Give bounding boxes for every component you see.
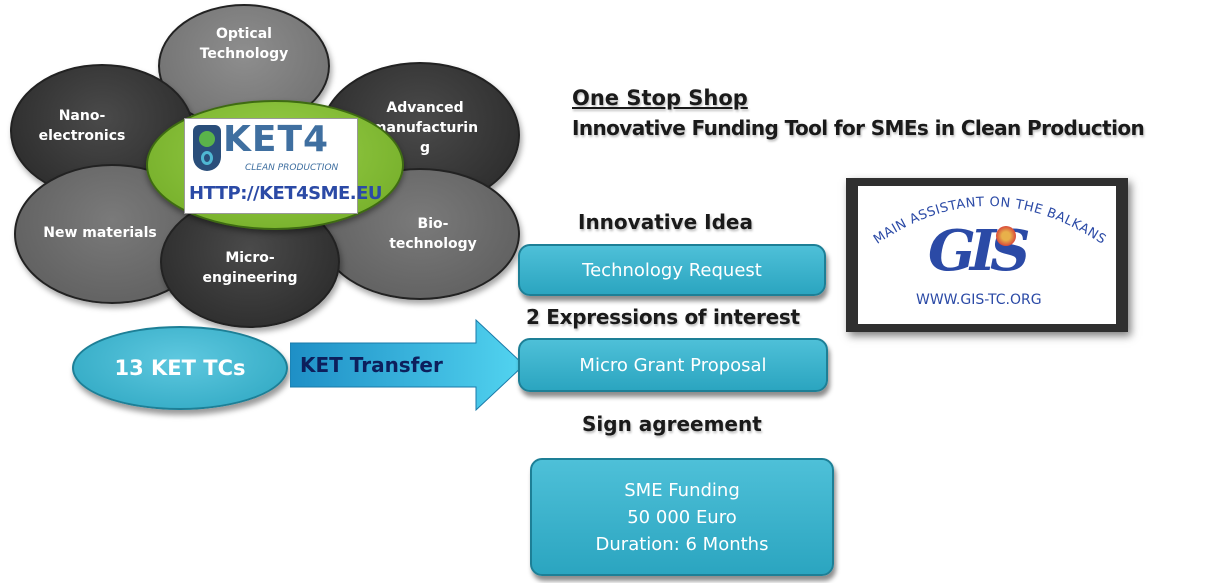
heading-innovative-idea: Innovative Idea	[578, 210, 753, 234]
title-innovative-funding-tool: Innovative Funding Tool for SMEs in Clea…	[572, 116, 1145, 140]
ket4-brand-text: KET4	[223, 119, 330, 160]
gis-logo-frame: MAIN ASSISTANT ON THE BALKANS GIS WWW.GI…	[846, 178, 1128, 332]
sme-funding-line2: 50 000 Euro	[627, 506, 737, 528]
ket-transfer-label: KET Transfer	[300, 353, 443, 377]
gis-arc-text: MAIN ASSISTANT ON THE BALKANS	[871, 195, 1108, 248]
petal-nano-label: Nano- electronics	[38, 107, 126, 144]
ket-tcs-label: 13 KET TCs	[114, 356, 246, 380]
petal-new-materials-label: New materials	[43, 224, 157, 241]
gis-url: WWW.GIS-TC.ORG	[916, 292, 1042, 308]
petal-micro-label: Micro- engineering	[202, 249, 298, 286]
box-sme-funding: SME Funding 50 000 Euro Duration: 6 Mont…	[530, 458, 834, 576]
box-technology-request: Technology Request	[518, 244, 826, 296]
heading-sign-agreement: Sign agreement	[582, 412, 762, 436]
petal-bio-label: Bio- technology	[389, 215, 477, 252]
micro-grant-label: Micro Grant Proposal	[579, 354, 767, 376]
ket4-url-text: HTTP://KET4SME.EU	[189, 183, 383, 204]
box-micro-grant-proposal: Micro Grant Proposal	[518, 338, 828, 392]
ket4-sub-text: CLEAN PRODUCTION	[245, 163, 339, 173]
ket-transfer-arrow-icon	[290, 318, 525, 412]
ket-tcs-ellipse: 13 KET TCs	[72, 326, 288, 410]
gis-flower-icon	[996, 226, 1016, 246]
sme-funding-line3: Duration: 6 Months	[595, 533, 769, 555]
sme-funding-line1: SME Funding	[624, 479, 740, 501]
title-one-stop-shop: One Stop Shop	[572, 86, 748, 110]
heading-expressions-of-interest: 2 Expressions of interest	[526, 305, 800, 329]
petal-advanced-label: Advanced manufacturin g	[371, 99, 479, 157]
ket4-emblem-icon	[193, 125, 221, 171]
technology-request-label: Technology Request	[582, 259, 762, 281]
petal-optical-label: Optical Technology	[199, 25, 289, 62]
gis-logo: MAIN ASSISTANT ON THE BALKANS GIS WWW.GI…	[858, 186, 1116, 324]
ket4-logo: KET4 CLEAN PRODUCTION HTTP://KET4SME.EU	[184, 118, 383, 214]
